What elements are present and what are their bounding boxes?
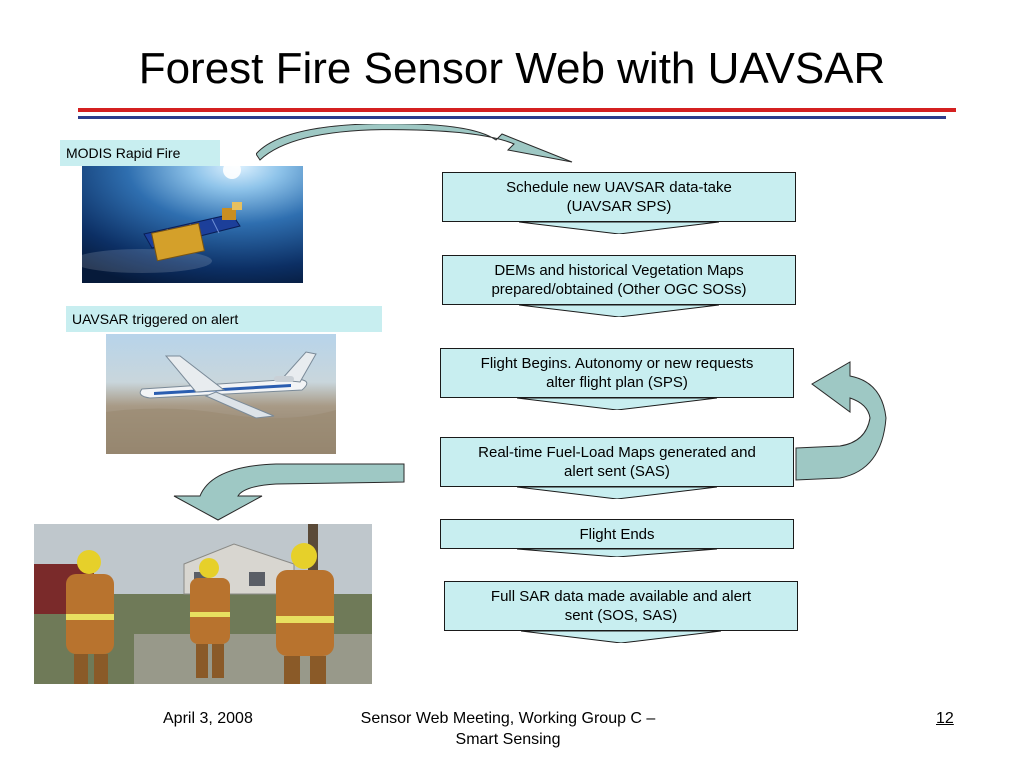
footer-meeting-line: Sensor Web Meeting, Working Group C –: [360, 710, 656, 727]
flow-step-schedule: Schedule new UAVSAR data-take (UAVSAR SPS…: [442, 172, 796, 222]
flow-step-flight-ends: Flight Ends: [440, 519, 794, 549]
flow-step-text: alert sent (SAS): [564, 463, 670, 480]
curved-arrow-modis-to-schedule: [256, 124, 573, 163]
flow-step-flight-begins: Flight Begins. Autonomy or new requests a…: [440, 348, 794, 398]
footer-date: April 3, 2008: [163, 710, 253, 727]
satellite-image: [82, 166, 303, 283]
flow-step-text: prepared/obtained (Other OGC SOSs): [491, 281, 747, 298]
footer-meeting: Sensor Web Meeting, Working Group C – Sm…: [318, 708, 698, 750]
modis-label: MODIS Rapid Fire: [60, 140, 220, 166]
flow-step-full-sar: Full SAR data made available and alert se…: [444, 581, 798, 631]
flow-step-dems: DEMs and historical Vegetation Maps prepa…: [442, 255, 796, 305]
down-arrow-4: [517, 487, 717, 499]
flow-step-text: DEMs and historical Vegetation Maps: [494, 262, 744, 279]
firefighters-image: [34, 524, 372, 684]
firefighter-icon: [66, 550, 114, 684]
title-rule-blue: [78, 116, 946, 119]
flow-step-text: Real-time Fuel-Load Maps generated and: [478, 444, 756, 461]
flow-step-text: Full SAR data made available and alert: [490, 588, 752, 605]
slide-title: Forest Fire Sensor Web with UAVSAR: [138, 44, 886, 93]
aircraft-image: [106, 334, 336, 454]
flow-step-fuel-load: Real-time Fuel-Load Maps generated and al…: [440, 437, 794, 487]
curved-arrow-to-firefighters: [173, 463, 405, 521]
satellite-icon: [143, 202, 242, 262]
flow-step-text: sent (SOS, SAS): [564, 607, 678, 624]
flow-step-text: Schedule new UAVSAR data-take: [506, 179, 732, 196]
down-arrow-5: [517, 549, 717, 557]
down-arrow-6: [521, 631, 721, 643]
flow-step-text: Flight Begins. Autonomy or new requests: [480, 355, 754, 372]
footer-meeting-line: Smart Sensing: [455, 731, 561, 748]
flow-step-text: alter flight plan (SPS): [546, 374, 688, 391]
uavsar-label: UAVSAR triggered on alert: [66, 306, 382, 332]
down-arrow-1: [519, 222, 719, 234]
airplane-icon: [139, 351, 317, 419]
firefighter-icon: [276, 543, 334, 684]
curved-arrow-loop: [795, 361, 887, 481]
down-arrow-2: [519, 305, 719, 317]
slide-page-number: 12: [936, 710, 954, 727]
flow-step-text: Flight Ends: [579, 525, 655, 543]
firefighter-icon: [190, 558, 230, 678]
flow-step-text: (UAVSAR SPS): [566, 198, 672, 215]
title-rule-red: [78, 108, 956, 112]
down-arrow-3: [517, 398, 717, 410]
